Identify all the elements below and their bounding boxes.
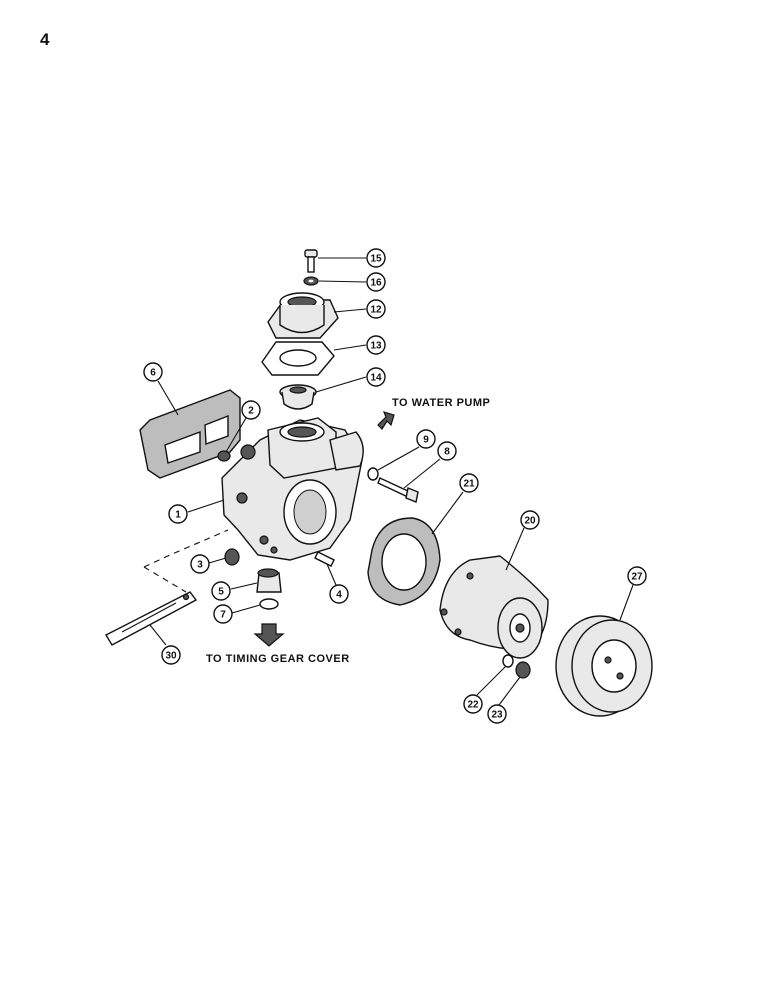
callout-number: 30	[165, 651, 177, 662]
callout-number: 21	[463, 479, 475, 490]
callout-circle	[366, 248, 386, 268]
part-30-bracket	[105, 591, 198, 646]
callout-number: 6	[150, 368, 156, 379]
callout-5: 5	[211, 581, 231, 601]
callout-number: 9	[423, 435, 429, 446]
callout-number: 22	[467, 700, 479, 711]
callout-circle	[487, 704, 507, 724]
callout-30: 30	[161, 645, 181, 665]
callout-circle	[168, 504, 188, 524]
callout-15: 15	[366, 248, 386, 268]
callout-number: 20	[524, 516, 536, 527]
part-1-housing	[221, 417, 364, 561]
page-number: 4	[40, 30, 50, 49]
part-27-pulley	[555, 615, 653, 717]
part-20-water-pump	[439, 555, 549, 659]
callout-8: 8	[437, 441, 457, 461]
callout-12: 12	[366, 299, 386, 319]
callout-group: 15 16 12 13 14 6 2 9 8 21 1 20 3 4 5 7 27 30 22 23	[143, 248, 647, 724]
callout-3: 3	[190, 554, 210, 574]
callout-circle	[416, 429, 436, 449]
callout-circle	[190, 554, 210, 574]
callout-number: 1	[175, 510, 181, 521]
part-22-washer	[502, 654, 514, 668]
callout-16: 16	[366, 272, 386, 292]
part-23-nut	[515, 661, 531, 679]
callout-circle	[366, 367, 386, 387]
part-14-thermostat	[279, 384, 317, 410]
alignment-dashed-line	[143, 529, 229, 593]
callout-number: 14	[370, 373, 382, 384]
callout-number: 7	[220, 610, 226, 621]
part-9-washer	[367, 467, 379, 481]
callout-27: 27	[627, 566, 647, 586]
label-to-water-pump: TO WATER PUMP	[392, 397, 490, 409]
callout-number: 27	[631, 572, 643, 583]
part-8-bolt	[377, 477, 419, 503]
callout-circle	[329, 584, 349, 604]
callout-2: 2	[241, 400, 261, 420]
part-2-plug	[217, 450, 231, 462]
callout-number: 15	[370, 254, 382, 265]
label-to-timing-gear-cover: TO TIMING GEAR COVER	[206, 653, 350, 665]
callout-number: 3	[197, 560, 203, 571]
callout-number: 16	[370, 278, 382, 289]
callout-4: 4	[329, 584, 349, 604]
callout-circle	[459, 473, 479, 493]
callout-number: 5	[218, 587, 224, 598]
callout-14: 14	[366, 367, 386, 387]
part-16-lockwasher	[303, 276, 319, 286]
callout-circle	[211, 581, 231, 601]
part-21-gasket-ring	[367, 517, 441, 606]
callout-number: 12	[370, 305, 382, 316]
callout-22: 22	[463, 694, 483, 714]
callout-circle	[161, 645, 181, 665]
part-12-outlet-elbow	[267, 292, 339, 339]
arrow-to-water-pump	[377, 411, 395, 430]
callout-circle	[366, 335, 386, 355]
callout-circle	[213, 604, 233, 624]
callout-1: 1	[168, 504, 188, 524]
callout-circle	[366, 299, 386, 319]
callout-13: 13	[366, 335, 386, 355]
callout-number: 13	[370, 341, 382, 352]
callout-number: 2	[248, 406, 254, 417]
callout-number: 8	[444, 447, 450, 458]
callout-number: 4	[336, 590, 342, 601]
callout-circle	[366, 272, 386, 292]
callout-circle	[241, 400, 261, 420]
callout-20: 20	[520, 510, 540, 530]
part-3-fitting	[224, 548, 240, 566]
callout-23: 23	[487, 704, 507, 724]
callout-7: 7	[213, 604, 233, 624]
leader-lines	[149, 257, 634, 706]
callout-6: 6	[143, 362, 163, 382]
part-6-gasket-plate	[139, 389, 241, 479]
callout-circle	[627, 566, 647, 586]
arrow-to-timing-gear-cover	[253, 623, 285, 647]
callout-circle	[463, 694, 483, 714]
callout-21: 21	[459, 473, 479, 493]
callout-circle	[520, 510, 540, 530]
callout-circle	[143, 362, 163, 382]
part-13-gasket	[261, 341, 335, 376]
callout-circle	[437, 441, 457, 461]
part-5-adapter	[256, 568, 282, 593]
part-7-o-ring	[259, 598, 279, 610]
part-4-stud	[314, 551, 335, 567]
callout-number: 23	[491, 710, 503, 721]
part-15-bolt	[304, 249, 318, 273]
callout-9: 9	[416, 429, 436, 449]
